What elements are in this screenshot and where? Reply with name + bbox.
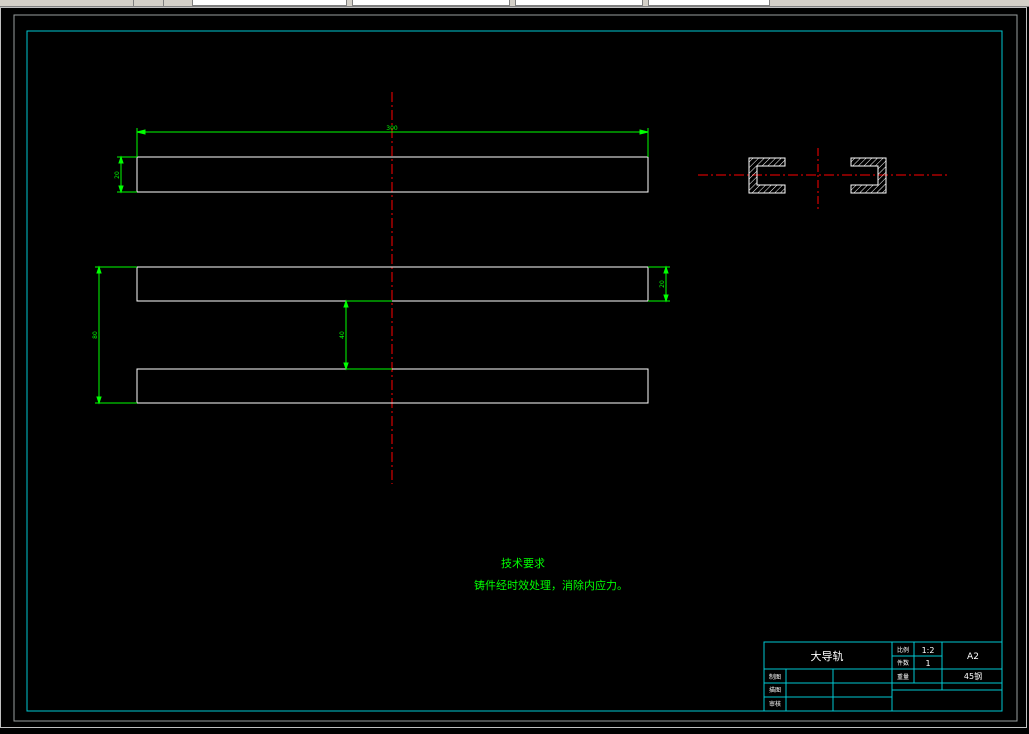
title-weight-label: 重量 [897,673,909,681]
toolbar-button[interactable] [120,0,134,6]
front-view-upper-bar [136,266,649,302]
toolbar-strip [0,0,1029,7]
layer-combo[interactable] [192,0,347,6]
dimension-top-bar-height [117,155,137,194]
top-view-bar [136,156,649,193]
dimension-overall-height [95,265,137,405]
drawing-canvas[interactable]: 300 20 20 80 40 [0,7,1029,730]
dimension-overall-length [136,128,649,157]
plotstyle-combo[interactable] [648,0,770,6]
lineweight-combo[interactable] [515,0,643,6]
dimension-inner-gap [343,299,392,371]
title-drawn-label: 制图 [769,673,781,681]
outer-sheet-border [13,14,1018,722]
title-checked-label: 审核 [769,700,781,708]
title-part-name: 大导轨 [811,649,844,663]
tech-requirements-line1: 铸件经时效处理，消除内应力。 [474,578,628,592]
left-channel-section [748,157,786,194]
dimension-right-bar-height [648,265,670,303]
dim-text-overall-height: 80 [92,331,99,339]
inner-sheet-border [26,30,1003,712]
dim-text-right-bar-height: 20 [659,280,666,288]
tech-requirements-title: 技术要求 [501,557,545,570]
linetype-combo[interactable] [352,0,510,6]
dim-text-top-bar-height: 20 [114,171,121,179]
title-scale-label: 比例 [897,646,909,654]
title-designed-label: 描图 [769,686,781,694]
title-scale-value: 1:2 [922,646,935,655]
dim-text-inner-gap: 40 [339,331,346,339]
toolbar-button[interactable] [150,0,164,6]
title-quantity-value: 1 [925,659,930,668]
dim-text-overall-length: 300 [386,125,398,132]
right-channel-section [850,157,887,194]
drawing-svg[interactable]: 300 20 20 80 40 [0,7,1029,730]
title-quantity-label: 件数 [897,659,909,667]
title-sheet-size: A2 [967,652,979,662]
front-view-lower-bar [136,368,649,404]
title-material: 45钢 [964,671,982,681]
title-block [763,641,1003,712]
